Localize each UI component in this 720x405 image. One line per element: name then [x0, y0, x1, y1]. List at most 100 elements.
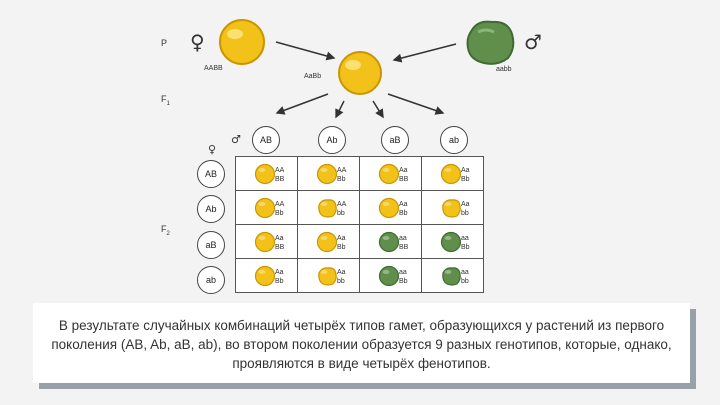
yellow-wrinkled-pea: [442, 199, 461, 218]
cell-genotype: AA BB: [275, 166, 289, 184]
genotype-line-1: aa: [399, 269, 407, 276]
yellow-smooth-pea: [254, 231, 276, 253]
genotype-line-1: Aa: [275, 235, 284, 242]
genotype-line-2: Bb: [337, 176, 346, 183]
gamete-top-2: Ab: [318, 126, 346, 154]
yellow-wrinkled-pea: [318, 199, 337, 218]
genotype-line-1: Aa: [461, 201, 470, 208]
caption-text: В результате случайных комбинаций четырё…: [51, 318, 672, 371]
yellow-smooth-pea: [254, 197, 276, 219]
genotype-line-2: Bb: [399, 278, 408, 285]
parent-yellow-pea: [219, 19, 265, 65]
arrow-to-gamete-ab3: [372, 100, 384, 119]
genotype-line-1: aa: [461, 235, 469, 242]
genotype-line-2: BB: [275, 176, 285, 183]
genotype-line-2: bb: [337, 278, 345, 285]
genotype-line-1: Aa: [275, 269, 284, 276]
male-gamete-symbol: ♂: [231, 133, 241, 146]
f1-yellow-pea: [338, 51, 382, 95]
f2-label: F2: [161, 224, 170, 237]
genotype-line-1: AA: [337, 167, 347, 174]
green-smooth-pea: [378, 231, 400, 253]
genotype-line-2: Bb: [275, 210, 284, 217]
parent-green-pea: [466, 20, 515, 65]
female-genotype: AABB: [204, 65, 223, 72]
gamete-left-4: ab: [197, 266, 225, 294]
genotype-line-1: Aa: [337, 269, 346, 276]
grid-cell: AA bb: [297, 190, 360, 225]
genotype-line-1: Aa: [399, 201, 408, 208]
green-wrinkled-pea: [442, 267, 461, 286]
gamete-left-2: Ab: [197, 195, 225, 223]
gamete-left-1: AB: [197, 160, 225, 188]
cell-genotype: AA bb: [337, 200, 351, 218]
genotype-line-1: Aa: [399, 167, 408, 174]
yellow-smooth-pea: [316, 163, 338, 185]
male-genotype: aabb: [496, 66, 512, 73]
genotype-line-2: bb: [337, 210, 345, 217]
gamete-left-3: aB: [197, 231, 225, 259]
arrow-male-to-f1: [392, 43, 457, 63]
yellow-smooth-pea: [254, 163, 276, 185]
genotype-line-2: BB: [399, 244, 409, 251]
genotype-line-1: AA: [337, 201, 347, 208]
yellow-smooth-pea: [378, 197, 400, 219]
p-label: P: [161, 38, 168, 48]
yellow-smooth-pea: [316, 231, 338, 253]
genotype-line-1: aa: [399, 235, 407, 242]
yellow-smooth-pea: [254, 265, 276, 287]
genotype-line-2: Bb: [461, 244, 470, 251]
yellow-wrinkled-pea: [318, 267, 337, 286]
genotype-line-1: AA: [275, 167, 285, 174]
yellow-smooth-pea: [378, 163, 400, 185]
arrow-female-to-f1: [275, 41, 336, 61]
grid-cell: AA Bb: [235, 190, 298, 225]
gamete-top-1: AB: [252, 126, 280, 154]
yellow-smooth-pea: [440, 163, 462, 185]
gamete-top-3: aB: [381, 126, 409, 154]
genotype-line-2: Bb: [461, 176, 470, 183]
male-symbol: ♂: [524, 30, 542, 54]
genotype-line-2: Bb: [337, 244, 346, 251]
f1-genotype: AaBb: [304, 73, 322, 80]
gamete-top-4: ab: [440, 126, 468, 154]
genotype-line-1: aa: [461, 269, 469, 276]
green-smooth-pea: [378, 265, 400, 287]
arrow-to-gamete-ab1: [275, 93, 329, 115]
female-symbol: ♀: [190, 30, 205, 54]
genotype-line-1: Aa: [337, 235, 346, 242]
f1-label: F1: [161, 94, 170, 107]
caption-box: В результате случайных комбинаций четырё…: [33, 303, 690, 383]
grid-cell: AA BB: [235, 156, 298, 191]
arrow-to-gamete-ab2: [335, 100, 345, 119]
genotype-line-1: AA: [275, 201, 285, 208]
